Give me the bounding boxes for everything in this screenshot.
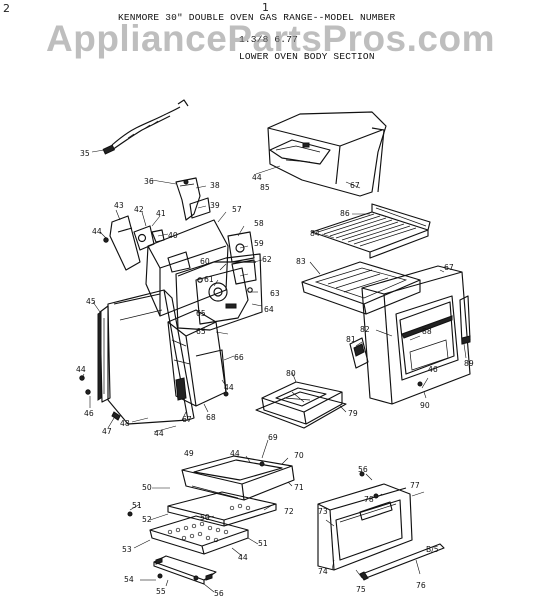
margin-mark-left: 2	[3, 2, 10, 15]
part-label: 38	[210, 181, 220, 190]
part-label: 60	[200, 257, 210, 266]
part-label: 76	[416, 581, 426, 590]
burner-80	[255, 381, 347, 429]
part-label: 67	[444, 263, 454, 272]
diagram-title: KENMORE 30" DOUBLE OVEN GAS RANGE--MODEL…	[118, 12, 396, 23]
part-label: 62	[262, 255, 272, 264]
part-label: 79	[348, 409, 358, 418]
part-label: 81	[346, 335, 356, 344]
part-label: 71	[294, 483, 304, 492]
part-label: 50	[142, 483, 152, 492]
part-label: 67	[182, 415, 192, 424]
part-label: 41	[156, 209, 166, 218]
part-label: 39	[210, 201, 220, 210]
part-label: 52	[142, 515, 152, 524]
part-label: 56	[214, 589, 224, 598]
part-label: 43	[114, 201, 124, 210]
part-label: 64	[264, 305, 274, 314]
oven-rack-84	[311, 203, 431, 259]
part-label: 46	[84, 409, 94, 418]
part-label: 90	[420, 401, 430, 410]
margin-mark-top: 1	[262, 1, 269, 14]
part-label: 69	[268, 433, 278, 442]
part-label: 44	[92, 227, 102, 236]
part-label: 40	[168, 231, 178, 240]
leader-lines	[81, 149, 467, 593]
part-label: 72	[284, 507, 294, 516]
part-label: 77	[410, 481, 420, 490]
part-label: 68	[206, 413, 216, 422]
part-label: 66	[234, 353, 244, 362]
part-label: 83	[296, 257, 306, 266]
part-label: 51	[258, 539, 268, 548]
cord-35	[102, 99, 189, 155]
part-label: 88	[422, 327, 432, 336]
model-number: 1.3/8 6.77	[239, 34, 299, 45]
part-label: 84	[310, 229, 320, 238]
part-label: 42	[134, 205, 144, 214]
drawer-front-73	[317, 483, 413, 571]
part-label: 51	[132, 501, 142, 510]
kick-panel-76	[359, 543, 445, 581]
left-bracket-43	[109, 215, 165, 271]
part-label: 44	[230, 449, 240, 458]
part-label: 61	[204, 275, 214, 284]
part-label: 50	[200, 513, 210, 522]
part-label: 46	[428, 365, 438, 374]
part-label: 65	[196, 327, 206, 336]
part-label: 74	[318, 567, 328, 576]
section-title: LOWER OVEN BODY SECTION	[239, 51, 375, 62]
part-label: 67	[350, 181, 360, 190]
part-label: 59	[254, 239, 264, 248]
part-label: 70	[294, 451, 304, 460]
oven-top-panel	[267, 111, 387, 197]
part-label: 55	[156, 587, 166, 596]
part-label: 48	[120, 419, 130, 428]
part-label: 44	[224, 383, 234, 392]
bracket-81	[349, 337, 369, 369]
front-panel-48	[107, 289, 195, 425]
part-label: 63	[270, 289, 280, 298]
part-label: 57	[232, 205, 242, 214]
broiler-pan-83	[301, 261, 421, 315]
part-label: 89	[464, 359, 474, 368]
part-label: 45	[86, 297, 96, 306]
part-label: 35	[80, 149, 90, 158]
part-label: 75	[356, 585, 366, 594]
part-label: 86	[340, 209, 350, 218]
drawer-49	[181, 455, 295, 501]
side-panel-45	[97, 305, 111, 403]
part-label: 80	[286, 369, 296, 378]
part-label: 78	[364, 495, 374, 504]
part-label: 44	[154, 429, 164, 438]
drawer-slide-plate	[149, 491, 277, 555]
part-label: 58	[254, 219, 264, 228]
part-label: 54	[124, 575, 134, 584]
part-label: 36	[144, 177, 154, 186]
part-label: 85	[260, 183, 270, 192]
part-label: 53	[122, 545, 132, 554]
part-label: 82	[360, 325, 370, 334]
part-label: 47	[102, 427, 112, 436]
part-labels: 35 36 38 39 40 41 42 43 44 44 44 44 44 4…	[76, 149, 474, 598]
part-label: 56	[358, 465, 368, 474]
part-label: 49	[184, 449, 194, 458]
part-label: 44	[252, 173, 262, 182]
part-label: 44	[238, 553, 248, 562]
watermark: AppliancePartsPros.com	[46, 18, 495, 59]
page-code: B/5	[426, 545, 439, 554]
part-label: 73	[318, 507, 328, 516]
oven-door-frame-87	[361, 265, 471, 405]
part-label: 44	[76, 365, 86, 374]
part-label: 65	[196, 309, 206, 318]
bracket-38	[175, 177, 211, 221]
drawer-handle-55	[153, 555, 217, 585]
